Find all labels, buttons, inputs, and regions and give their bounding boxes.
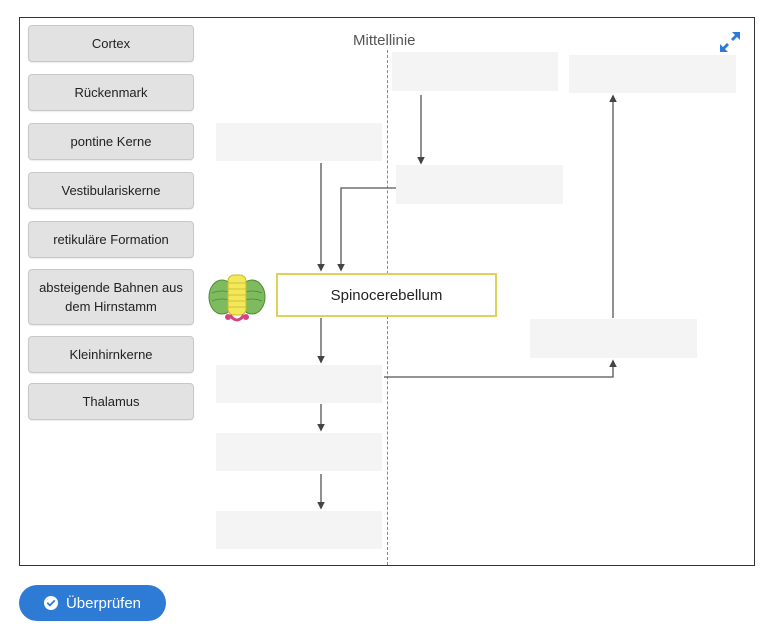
drop-zone-lower-right[interactable] — [530, 319, 697, 358]
drag-item-absteigende-bahnen[interactable]: absteigende Bahnen aus dem Hirnstamm — [28, 269, 194, 325]
spinocerebellum-label: Spinocerebellum — [330, 286, 443, 304]
drag-item-label: Thalamus — [82, 394, 140, 409]
drop-zone-lower-left-2[interactable] — [216, 433, 382, 471]
drag-item-label: pontine Kerne — [70, 134, 152, 149]
drag-item-label: absteigende Bahnen aus dem Hirnstamm — [39, 280, 183, 314]
drag-item-pontine-kerne[interactable]: pontine Kerne — [28, 123, 194, 160]
drag-item-vestibulariskerne[interactable]: Vestibulariskerne — [28, 172, 194, 209]
check-button-label: Überprüfen — [65, 594, 142, 612]
spinocerebellum-box: Spinocerebellum — [276, 273, 497, 317]
drag-item-label: Rückenmark — [74, 85, 148, 100]
drag-item-label: Vestibulariskerne — [61, 183, 161, 198]
drag-item-label: Cortex — [91, 36, 131, 51]
drag-item-retikulaere-formation[interactable]: retikuläre Formation — [28, 221, 194, 258]
drop-zone-top-right[interactable] — [569, 55, 736, 93]
drag-item-kleinhirnkerne[interactable]: Kleinhirnkerne — [28, 336, 194, 373]
cerebellum-icon — [208, 274, 266, 322]
drop-zone-lower-left-1[interactable] — [216, 365, 382, 403]
midline-label: Mittellinie — [353, 32, 416, 49]
drop-zone-lower-left-3[interactable] — [216, 511, 382, 549]
drag-item-rueckenmark[interactable]: Rückenmark — [28, 74, 194, 111]
drop-zone-top-center[interactable] — [392, 52, 558, 91]
drag-item-thalamus[interactable]: Thalamus — [28, 383, 194, 420]
drop-zone-middle-center[interactable] — [396, 165, 563, 204]
check-circle-icon — [43, 596, 58, 610]
drop-zone-upper-left[interactable] — [216, 123, 382, 161]
drag-item-label: Kleinhirnkerne — [69, 347, 153, 362]
check-button[interactable]: Überprüfen — [19, 585, 166, 621]
drag-item-cortex[interactable]: Cortex — [28, 25, 194, 62]
expand-icon[interactable] — [718, 30, 742, 54]
drag-item-label: retikuläre Formation — [53, 232, 169, 247]
